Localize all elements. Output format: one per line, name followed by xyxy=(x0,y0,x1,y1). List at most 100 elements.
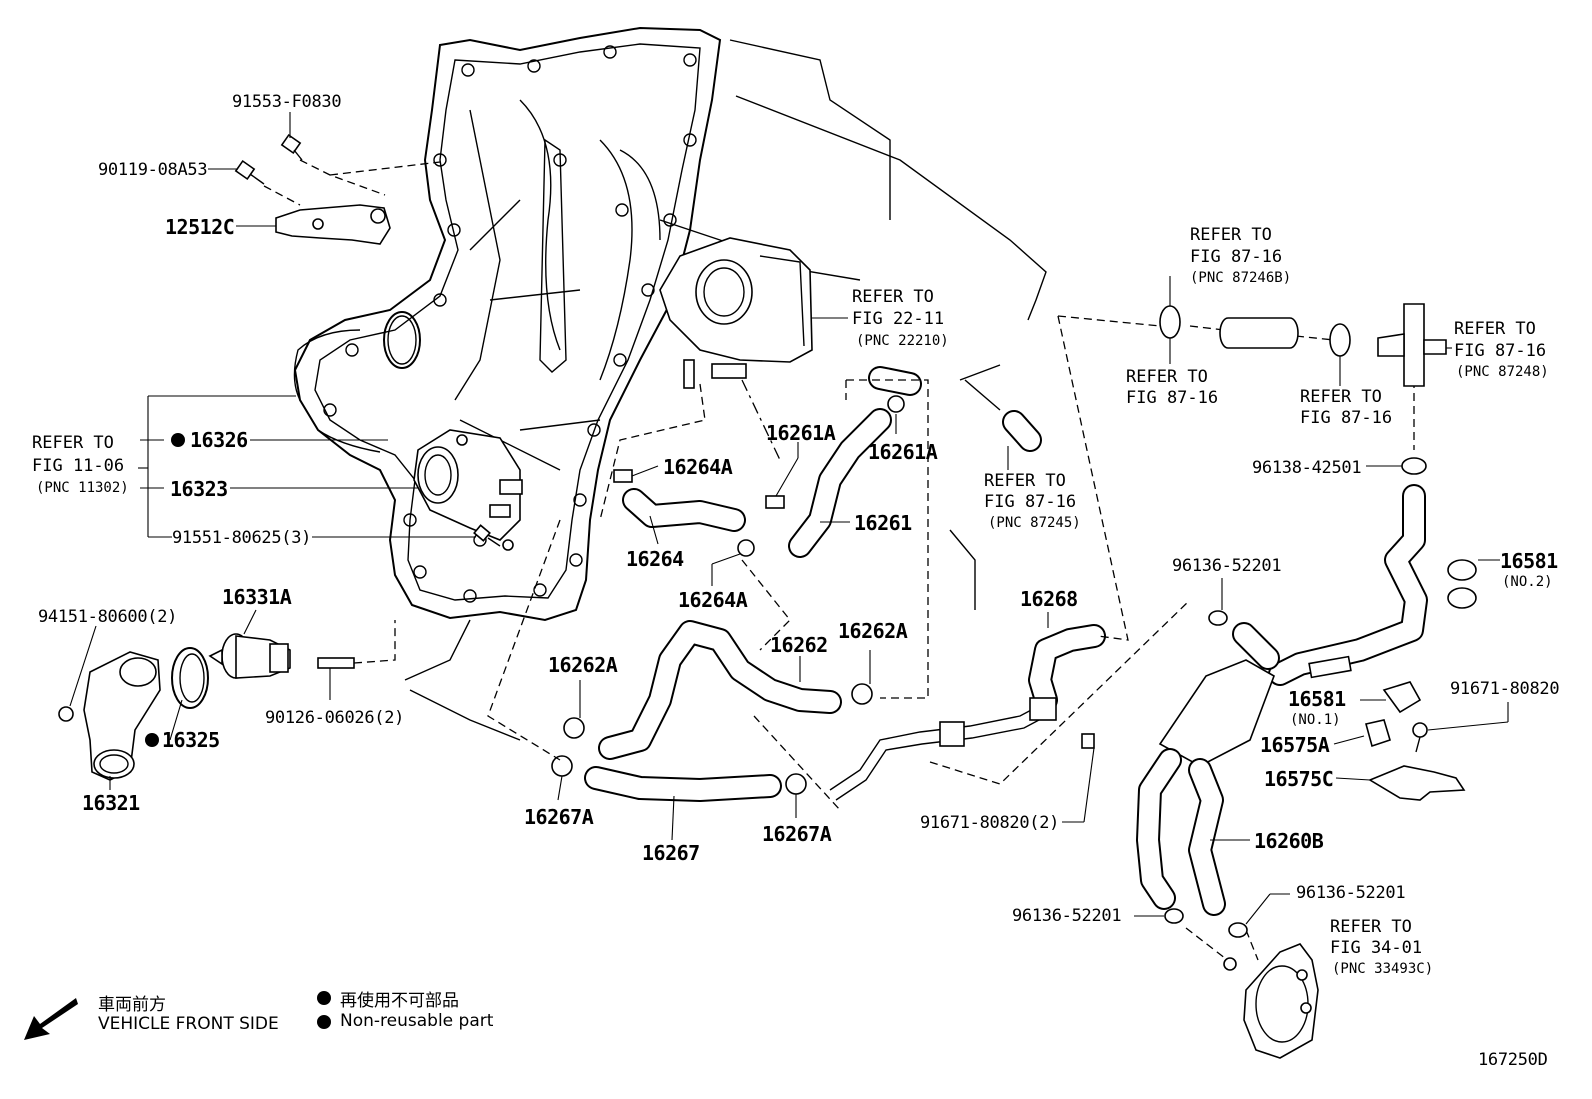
label-16323: 16323 xyxy=(170,477,228,501)
label-16581-no2: 16581 xyxy=(1500,549,1558,573)
ref-fig-87-16d-line2: FIG 87-16 xyxy=(1454,341,1546,361)
label-16325: 16325 xyxy=(162,728,220,752)
label-90119: 90119-08A53 xyxy=(98,160,207,180)
label-16575c: 16575C xyxy=(1264,767,1333,791)
hose-16260b xyxy=(1136,484,1428,916)
ref-fig-87-16c-line1: REFER TO xyxy=(1300,387,1382,407)
leader-lines xyxy=(69,112,1509,925)
ref-fig-87-16e-line3: (PNC 87245) xyxy=(988,515,1081,531)
label-12512c: 12512C xyxy=(165,215,234,239)
vacuum-pump-33493c xyxy=(1223,943,1319,1059)
label-16575a: 16575A xyxy=(1260,733,1330,757)
label-91553: 91553-F0830 xyxy=(232,92,341,112)
pipe-87246b xyxy=(1219,317,1299,349)
tee-joint-87248 xyxy=(1377,303,1447,387)
bolt-90119 xyxy=(234,159,265,185)
clamp-16581-no2 xyxy=(1447,559,1477,609)
hose-clamp-87246b-right xyxy=(1329,323,1351,357)
label-94151: 94151-80600(2) xyxy=(38,607,177,627)
label-96136-1: 96136-52201 xyxy=(1172,556,1281,576)
label-90126: 90126-06026(2) xyxy=(265,708,404,728)
label-16264a-2: 16264A xyxy=(678,588,748,612)
clamp-16262a-1 xyxy=(563,717,585,739)
non-reusable-dot xyxy=(145,733,159,747)
bracket-16575c xyxy=(1368,765,1466,801)
timing-chain-cover xyxy=(293,26,722,622)
label-16331a: 16331A xyxy=(222,585,292,609)
bolt-91671 xyxy=(1412,722,1428,753)
legend-dot-en xyxy=(317,1015,331,1029)
clamp-16264a-1 xyxy=(613,469,633,483)
ref-fig-87-16b-line1: REFER TO xyxy=(1126,367,1208,387)
clamp-16261a-2 xyxy=(887,395,905,413)
ref-fig-87-16c-line2: FIG 87-16 xyxy=(1300,408,1392,428)
label-91551: 91551-80625(3) xyxy=(172,528,311,548)
legend-nonreuse-en: Non-reusable part xyxy=(340,1011,494,1031)
clamp-96136-top xyxy=(1208,610,1228,626)
ref-fig-34-01-line1: REFER TO xyxy=(1330,917,1412,937)
drawing-number: 167250D xyxy=(1478,1050,1548,1070)
bracket-12512c xyxy=(275,204,391,245)
bolt-91553 xyxy=(280,133,303,161)
label-16262a-2: 16262A xyxy=(838,619,908,643)
label-91671-2: 91671-80820(2) xyxy=(920,813,1059,833)
part-number-labels: 91553-F0830 90119-08A53 12512C REFER TO … xyxy=(32,92,1560,1070)
ref-fig-87-16a-line1: REFER TO xyxy=(1190,225,1272,245)
bolt-94151 xyxy=(58,706,74,722)
clamp-16575a xyxy=(1365,719,1391,748)
ref-fig-87-16d-line3: (PNC 87248) xyxy=(1456,364,1549,380)
label-16262a-1: 16262A xyxy=(548,653,618,677)
bolt-91551 xyxy=(473,524,501,547)
label-16581-no1-sub: (NO.1) xyxy=(1290,712,1341,728)
hose-16267 xyxy=(584,766,782,802)
stud-90126 xyxy=(317,657,355,669)
ref-fig-87-16e-line1: REFER TO xyxy=(984,471,1066,491)
clamp-96136-br xyxy=(1228,922,1248,938)
thermostat-16331a xyxy=(208,633,291,679)
ref-fig-87-16d-line1: REFER TO xyxy=(1454,319,1536,339)
label-16261: 16261 xyxy=(854,511,912,535)
engine-block-outline xyxy=(404,39,1047,741)
ref-fig-87-16b-line2: FIG 87-16 xyxy=(1126,388,1218,408)
legend-nonreuse-jp: 再使用不可部品 xyxy=(340,991,459,1011)
label-16321: 16321 xyxy=(82,791,140,815)
label-16260b: 16260B xyxy=(1254,829,1324,853)
dashed-routing xyxy=(487,315,1415,963)
ref-fig-34-01-line3: (PNC 33493C) xyxy=(1332,961,1433,977)
clamp-16267a-2 xyxy=(785,773,807,795)
label-16267a-1: 16267A xyxy=(524,805,594,829)
hose-clamp-87246b-left xyxy=(1159,305,1181,339)
label-96136-2: 96136-52201 xyxy=(1296,883,1405,903)
ref-fig-22-11-line3: (PNC 22210) xyxy=(856,333,949,349)
clamp-16264a-2 xyxy=(737,539,755,557)
label-16581-no1: 16581 xyxy=(1288,687,1346,711)
label-16267: 16267 xyxy=(642,841,700,865)
label-16264: 16264 xyxy=(626,547,684,571)
ref-fig-11-06-line1: REFER TO xyxy=(32,433,114,453)
clamp-16261a-1 xyxy=(765,495,785,509)
label-96138: 96138-42501 xyxy=(1252,458,1361,478)
water-inlet-16323 xyxy=(413,429,523,551)
ref-fig-87-16a-line3: (PNC 87246B) xyxy=(1190,270,1291,286)
ref-fig-34-01-line2: FIG 34-01 xyxy=(1330,938,1422,958)
non-reusable-dot xyxy=(171,433,185,447)
label-16261a-2: 16261A xyxy=(868,440,938,464)
ref-fig-87-16a-line2: FIG 87-16 xyxy=(1190,247,1282,267)
clamp-16262a-2 xyxy=(851,683,873,705)
ref-fig-87-16e-line2: FIG 87-16 xyxy=(984,492,1076,512)
gasket-16325 xyxy=(171,647,209,709)
legend-dot-jp xyxy=(317,991,331,1005)
legend-front-en: VEHICLE FRONT SIDE xyxy=(98,1014,279,1034)
hose-16261 xyxy=(788,408,892,558)
label-16268: 16268 xyxy=(1020,587,1078,611)
legend-front-jp: 車両前方 xyxy=(98,995,166,1015)
hose-16261-pipe xyxy=(868,366,922,396)
ref-fig-11-06-line2: FIG 11-06 xyxy=(32,456,124,476)
vehicle-front-arrow-icon xyxy=(24,998,78,1040)
o-ring-16326 xyxy=(383,311,421,369)
ref-fig-11-06-line3: (PNC 11302) xyxy=(36,480,129,496)
label-16261a-1: 16261A xyxy=(766,421,836,445)
label-16581-no2-sub: (NO.2) xyxy=(1502,574,1553,590)
ref-fig-22-11-line2: FIG 22-11 xyxy=(852,309,944,329)
